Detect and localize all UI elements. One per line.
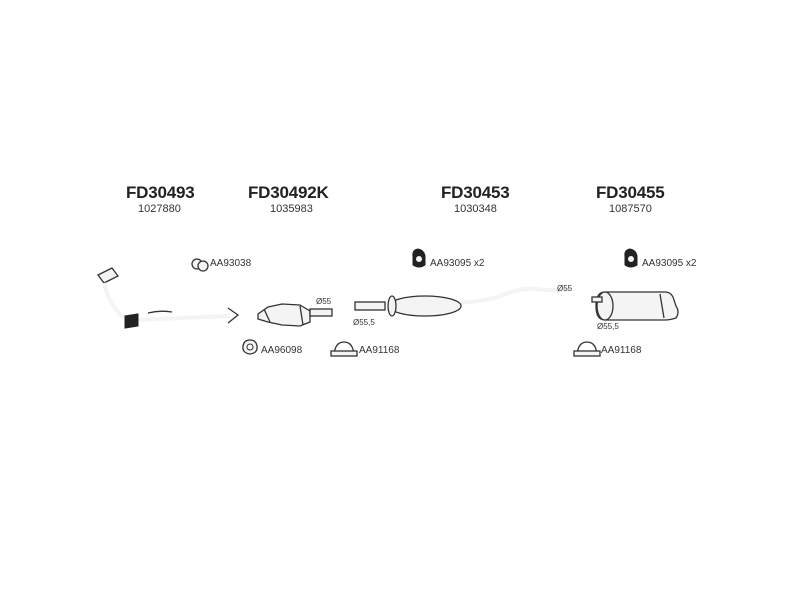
- accessory-label-clamp: AA91168: [359, 345, 400, 356]
- hanger-block-icon: [412, 248, 426, 268]
- part-code-fd30455: FD30455: [596, 183, 665, 202]
- accessory-label-hanger: AA93095 x2: [430, 258, 485, 269]
- hanger-block-icon: [624, 248, 638, 268]
- part-ref-fd30453: 1030348: [454, 203, 497, 215]
- accessory-label-hanger: AA93038: [210, 258, 252, 269]
- front-pipe-fd30493: [97, 267, 240, 329]
- part-code-fd30492k: FD30492K: [248, 183, 329, 202]
- part-ref-fd30493: 1027880: [138, 203, 181, 215]
- rear-silencer-fd30455: [591, 291, 679, 321]
- clamp-icon: [573, 341, 601, 357]
- accessory-label-gasket: AA96098: [261, 345, 303, 356]
- part-ref-fd30492k: 1035983: [270, 203, 313, 215]
- part-code-fd30493: FD30493: [126, 183, 195, 202]
- catalytic-converter-fd30492k: [257, 303, 333, 327]
- rubber-hanger-icon: [191, 258, 209, 272]
- accessory-label-hanger: AA93095 x2: [642, 258, 697, 269]
- diameter-label: Ø55,5: [353, 318, 375, 327]
- diameter-label: Ø55: [316, 297, 332, 306]
- part-ref-fd30455: 1087570: [609, 203, 652, 215]
- diameter-label: Ø55: [557, 284, 573, 293]
- part-code-fd30453: FD30453: [441, 183, 510, 202]
- middle-silencer-fd30453: [354, 286, 570, 317]
- gasket-icon: [242, 339, 258, 355]
- accessory-label-clamp: AA91168: [601, 345, 642, 356]
- clamp-icon: [330, 341, 358, 357]
- diameter-label: Ø55,5: [597, 322, 619, 331]
